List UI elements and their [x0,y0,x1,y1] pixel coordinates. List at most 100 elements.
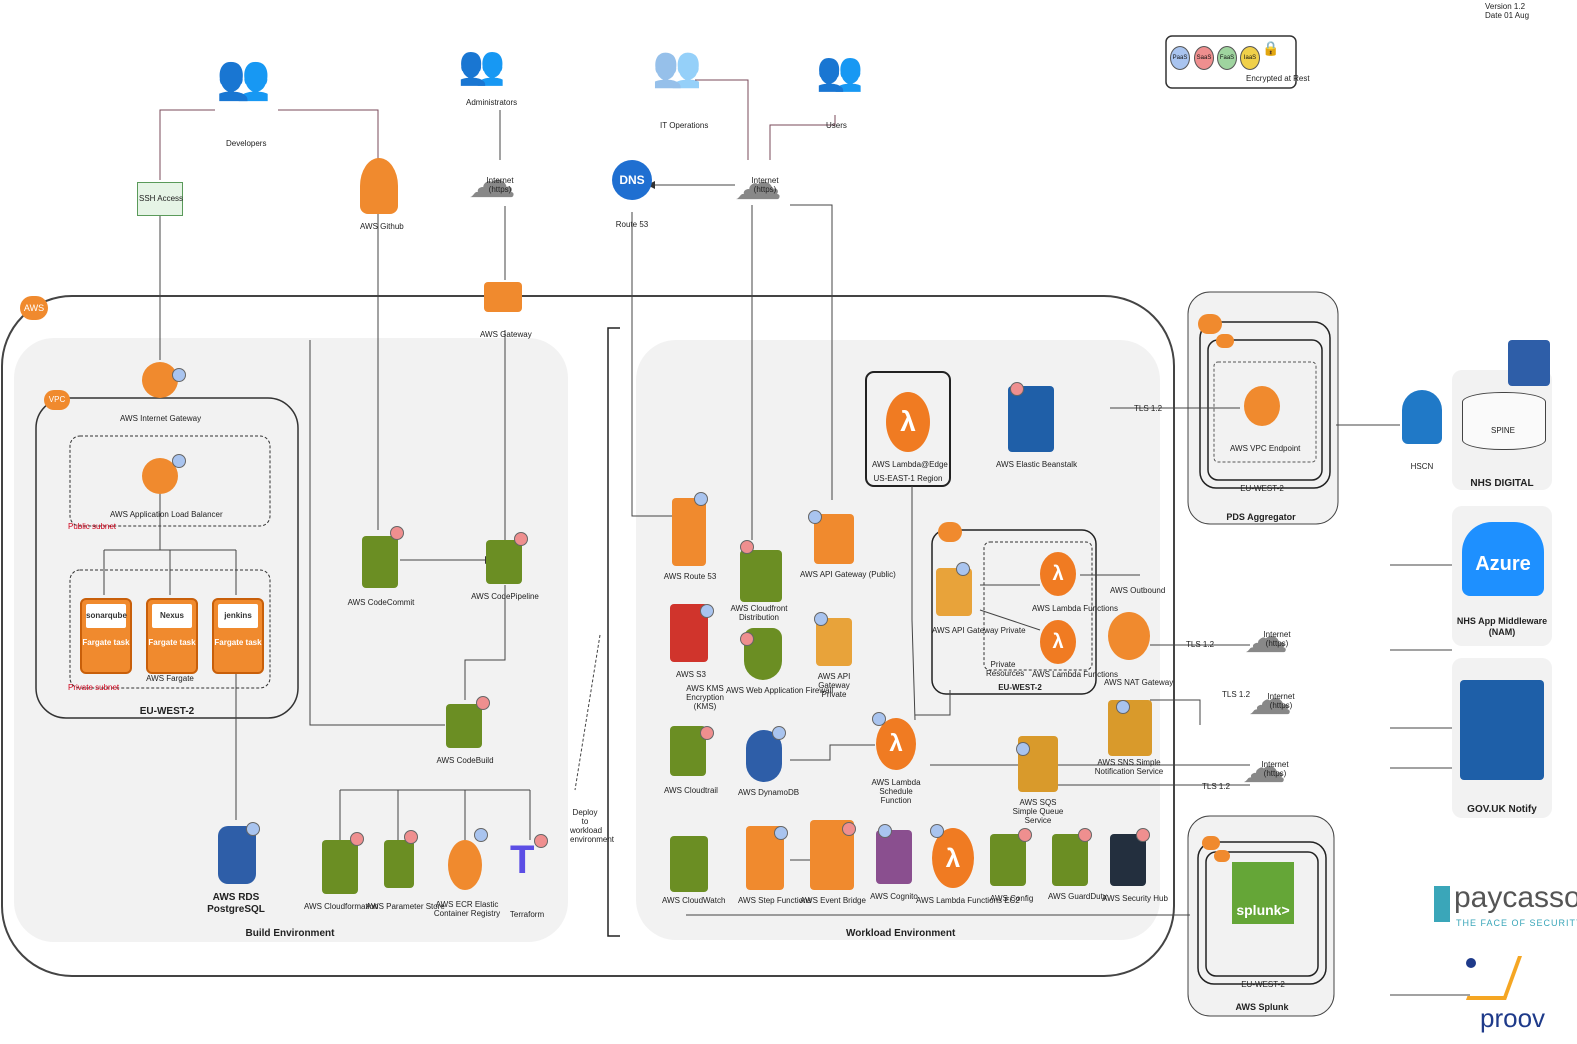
fargate-task-1[interactable]: sonarqube Fargate task [80,598,132,674]
paas-dot [172,368,186,382]
vpc-badge-small [1214,850,1230,862]
azure-icon[interactable]: Azure [1462,522,1544,596]
terraform-icon[interactable]: T [510,838,535,882]
tls-label-2: TLS 1.2 [1186,640,1215,649]
cloudwatch-label: AWS CloudWatch [662,896,726,905]
saas-dot [700,726,714,740]
aws-badge-small [1198,314,1222,334]
lambda-icon[interactable]: λ [1040,552,1076,596]
hscn-icon[interactable] [1402,390,1442,444]
lambda-icon[interactable]: λ [932,828,974,888]
build-environment-title: Build Environment [245,928,335,939]
iproov-dot-icon [1466,958,1476,968]
legend-encryption-label: Encrypted at Rest [1246,74,1310,83]
version-note-1: Version 1.2 [1485,2,1526,11]
paycasso-mark-icon [1434,886,1450,922]
nat-gateway-icon[interactable] [1108,612,1150,660]
hscn-label: HSCN [1410,462,1434,471]
paas-dot [774,826,788,840]
api-gateway-icon[interactable] [936,568,972,616]
administrators-label: Administrators [466,98,518,107]
saas-dot [1136,828,1150,842]
fargate-task-3[interactable]: jenkins Fargate task [212,598,264,674]
nat-gateway-label: AWS NAT Gateway [1104,678,1174,687]
eu-west-2-box [931,529,1097,695]
iproov-logo[interactable]: proov [1464,952,1545,1034]
splunk-logo[interactable]: splunk> [1236,902,1290,918]
jenkins-logo: jenkins [218,604,258,628]
config-icon[interactable] [990,834,1026,886]
ssh-access-box[interactable] [137,182,183,216]
fargate-task-label: Fargate task [214,638,262,647]
dynamodb-label: AWS DynamoDB [738,788,800,797]
saas-dot [514,532,528,546]
private-resources-label: Private Resources [986,660,1025,678]
gov-notify-icon[interactable] [1460,680,1544,780]
cloudformation-icon[interactable] [322,840,358,894]
lambda-icon[interactable]: λ [876,718,916,770]
tls-label-4: TLS 1.2 [1202,782,1231,791]
cloud-icon: ☁ [1248,675,1292,724]
cognito-icon[interactable] [876,830,912,884]
security-hub-icon[interactable] [1110,834,1146,886]
cloudtrail-label: AWS Cloudtrail [664,786,718,795]
rds-icon[interactable] [218,826,256,884]
cloudwatch-icon[interactable] [670,836,708,892]
elastic-beanstalk-icon[interactable] [1008,386,1054,452]
sns-icon[interactable] [1108,700,1152,756]
cloud-icon: ☁ [734,157,782,210]
legend-saas: SaaS [1194,46,1214,70]
public-subnet-label: Public subnet [68,522,117,531]
paas-dot [246,822,260,836]
github-icon[interactable] [360,158,398,214]
nhs-app-label: NHS App Middleware (NAM) [1456,616,1548,637]
api-gateway-private-icon[interactable] [816,618,852,666]
api-gateway-public-icon[interactable] [814,514,854,564]
splunk-logo-bg [1232,862,1294,924]
route53-top-label: Route 53 [615,220,649,229]
users-label: Users [826,121,847,130]
spine-db-icon[interactable] [1462,392,1546,450]
saas-dot [842,822,856,836]
rds-subtitle: PostgreSQL [207,904,265,915]
fargate-task-label: Fargate task [82,638,130,647]
vpc-endpoint-icon[interactable] [1244,386,1280,426]
lambda-tiers-label: AWS Lambda Functions EC2 [916,896,1020,905]
paas-dot [956,562,970,576]
lambda-icon[interactable]: λ [1040,620,1076,664]
aws-badge-small [938,522,962,542]
vpc-badge: VPC [44,390,70,410]
waf-label: AWS Web Application Firewall [726,686,834,695]
codebuild-icon[interactable] [446,704,482,748]
paycasso-logo[interactable]: paycasso THE FACE OF SECURITY [1434,880,1577,930]
lambda-edge-icon[interactable]: λ [886,392,930,452]
codepipeline-icon[interactable] [486,540,522,584]
aws-fargate-label: AWS Fargate [146,674,194,683]
fargate-task-label: Fargate task [148,638,196,647]
cloudfront-icon[interactable] [740,550,782,602]
fargate-task-2[interactable]: Nexus Fargate task [146,598,198,674]
codecommit-label: AWS CodeCommit [347,598,415,607]
private-resources-box [983,541,1093,671]
vpc-boundary [35,397,299,719]
ecr-icon[interactable] [448,840,482,890]
aws-badge-small [1202,836,1220,850]
paycasso-tagline: THE FACE OF SECURITY [1456,918,1577,928]
developers-icon: 👥 [216,53,271,102]
parameter-store-icon[interactable] [384,840,414,888]
codecommit-icon[interactable] [362,536,398,588]
lambda-edge-box [865,371,951,487]
guardduty-icon[interactable] [1052,834,1088,886]
internet-a-label: Internet (https) [1263,630,1291,648]
internet-gateway-icon[interactable] [142,362,178,398]
cloudfront-label: AWS Cloudfront Distribution [730,604,788,622]
dns-icon[interactable]: DNS [612,160,652,200]
laptop-icon[interactable] [484,282,522,312]
cognito-label: AWS Cognito [870,892,918,901]
paas-dot [694,492,708,506]
cloud-icon: ☁ [1244,613,1288,662]
saas-dot [404,830,418,844]
sns-label: AWS SNS Simple Notification Service [1094,758,1164,776]
internet-b-label: Internet (https) [1267,692,1295,710]
route53-icon[interactable] [672,498,706,566]
